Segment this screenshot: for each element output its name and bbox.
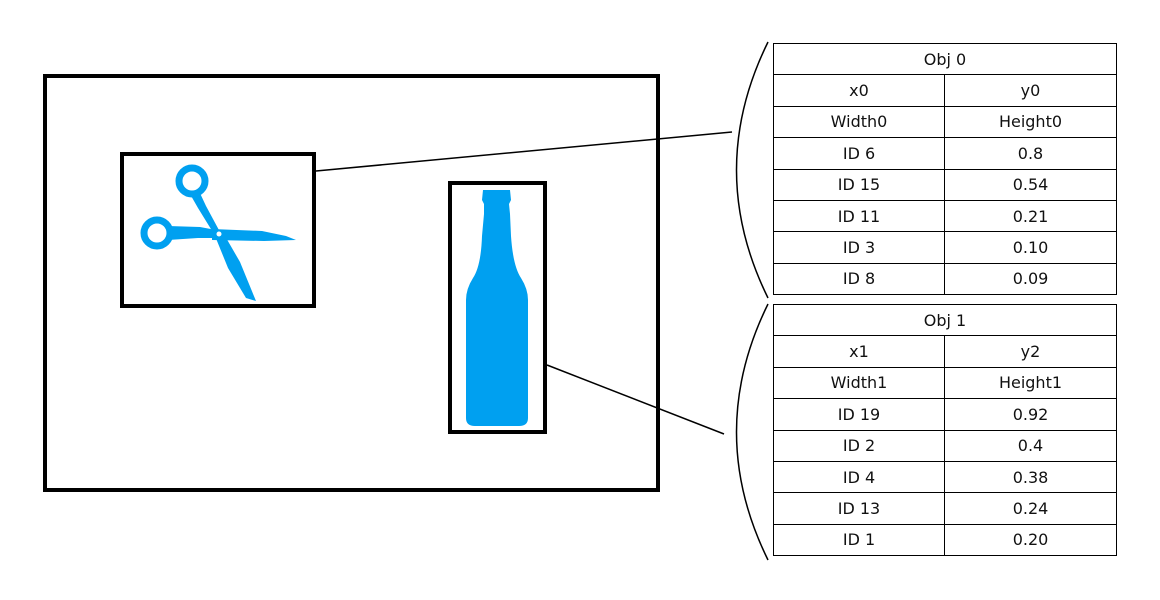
confidence-score: 0.8 [944,137,1117,170]
x-coordinate: x1 [773,335,945,368]
confidence-score: 0.54 [944,168,1117,201]
class-id: ID 3 [773,231,945,264]
prediction-row: ID 6 0.8 [773,137,1117,170]
confidence-score: 0.21 [944,199,1117,233]
size-row: Width1 Height1 [773,366,1117,400]
scissors-bounding-box [120,152,316,308]
table-title-row: Obj 1 [773,303,1117,337]
object-table-obj1: Obj 1 x1 y2 Width1 Height1 ID 19 0.92 ID… [773,303,1117,557]
table-body: Obj 0 x0 y0 Width0 Height0 ID 6 0.8 ID 1… [773,42,1117,296]
class-id: ID 13 [773,492,945,525]
class-id: ID 2 [773,429,945,462]
brace-obj1 [735,303,769,561]
table-body: Obj 1 x1 y2 Width1 Height1 ID 19 0.92 ID… [773,303,1117,557]
table-title-row: Obj 0 [773,42,1117,76]
size-row: Width0 Height0 [773,105,1117,139]
x-coordinate: x0 [773,74,945,107]
width-label: Width1 [773,366,945,400]
coords-row: x1 y2 [773,335,1117,368]
height-label: Height1 [944,366,1117,400]
object-title: Obj 1 [773,303,1117,337]
class-id: ID 8 [773,262,945,296]
confidence-score: 0.20 [944,523,1117,557]
prediction-row: ID 2 0.4 [773,429,1117,462]
prediction-row: ID 1 0.20 [773,523,1117,557]
confidence-score: 0.09 [944,262,1117,296]
prediction-row: ID 8 0.09 [773,262,1117,296]
object-title: Obj 0 [773,42,1117,76]
prediction-row: ID 13 0.24 [773,492,1117,525]
class-id: ID 6 [773,137,945,170]
y-coordinate: y2 [944,335,1117,368]
confidence-score: 0.10 [944,231,1117,264]
image-frame [43,74,660,492]
scissors-icon [140,164,296,301]
class-id: ID 1 [773,523,945,557]
class-id: ID 11 [773,199,945,233]
brace-obj0 [735,41,769,299]
callout-line-obj1 [546,364,725,435]
class-id: ID 19 [773,398,945,431]
confidence-score: 0.4 [944,429,1117,462]
prediction-row: ID 11 0.21 [773,199,1117,233]
callout-line-obj0 [315,131,733,172]
width-label: Width0 [773,105,945,139]
bottle-icon [466,190,528,426]
prediction-row: ID 15 0.54 [773,168,1117,201]
confidence-score: 0.24 [944,492,1117,525]
class-id: ID 15 [773,168,945,201]
height-label: Height0 [944,105,1117,139]
object-table-obj0: Obj 0 x0 y0 Width0 Height0 ID 6 0.8 ID 1… [773,42,1117,296]
prediction-row: ID 4 0.38 [773,460,1117,494]
prediction-row: ID 19 0.92 [773,398,1117,431]
y-coordinate: y0 [944,74,1117,107]
prediction-row: ID 3 0.10 [773,231,1117,264]
confidence-score: 0.92 [944,398,1117,431]
coords-row: x0 y0 [773,74,1117,107]
class-id: ID 4 [773,460,945,494]
confidence-score: 0.38 [944,460,1117,494]
